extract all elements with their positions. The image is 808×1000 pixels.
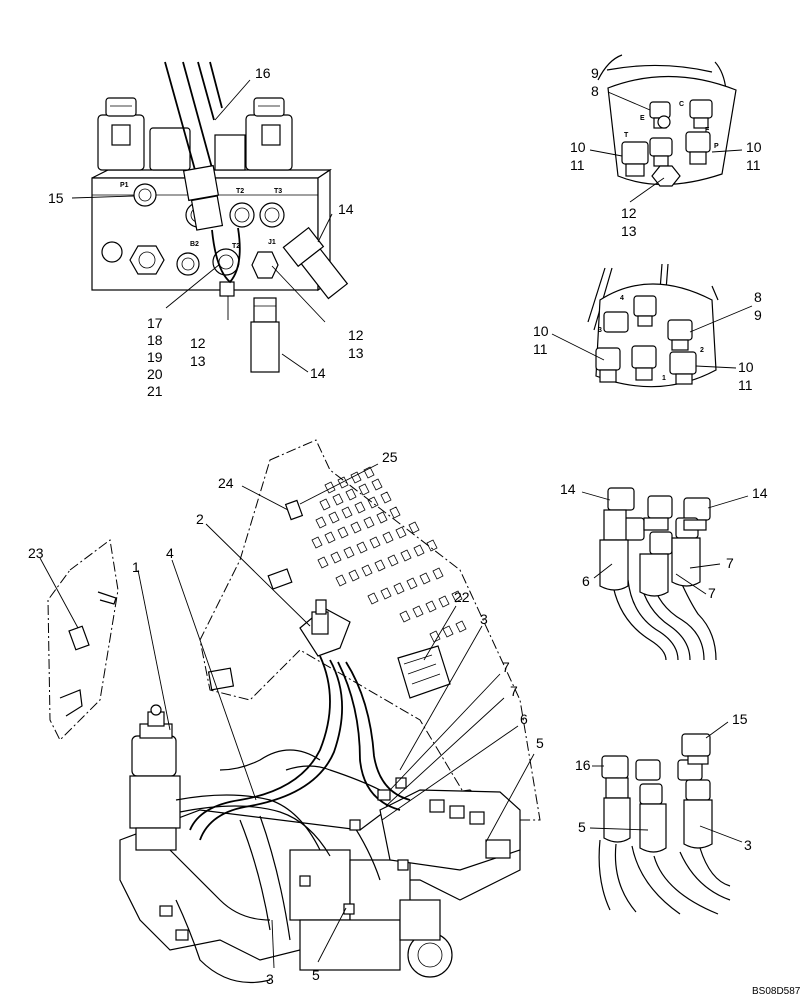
callout-11-right: 11	[738, 377, 753, 393]
callout-8: 8	[591, 83, 599, 99]
port-label-4: 4	[620, 295, 624, 302]
fitting-plate-detail-mid: 4 3 2 1	[587, 263, 719, 388]
port-letter-c: C	[679, 101, 684, 108]
port-label-2: 2	[700, 347, 704, 354]
callouts-fitting-mid: 8 9 10 11 10 11	[533, 289, 762, 393]
panel-slots	[311, 466, 467, 643]
callouts-hoses-b: 15 16 5 3	[575, 711, 752, 853]
callout-2: 2	[196, 511, 204, 527]
callout-11-left: 11	[533, 341, 548, 357]
callout-6: 6	[582, 573, 590, 589]
callout-10-left: 10	[570, 139, 586, 155]
callout-3: 3	[744, 837, 752, 853]
main-assembly	[47, 439, 541, 984]
callouts-main-assembly: 25 24 23 2 1 4 22 3 7 7 6 5 3 5	[28, 449, 544, 987]
callouts-fitting-top: 9 8 10 11 10 11 12 13	[570, 65, 762, 239]
callouts-valve-block: 16 15 14 17 18 19 20 21 12 13 12 13 14	[48, 65, 364, 399]
callout-15: 15	[732, 711, 748, 727]
port-label-t3: T3	[274, 188, 282, 195]
port-letter-e: E	[640, 115, 645, 122]
callout-1: 1	[132, 559, 140, 575]
callout-13-right: 13	[348, 345, 364, 361]
hose-ends-detail-b	[598, 733, 731, 915]
port-label-j1: J1	[268, 239, 276, 246]
drawing-code: BS08D587	[752, 986, 801, 997]
callout-24: 24	[218, 475, 234, 491]
callout-20: 20	[147, 366, 163, 382]
callout-11-left: 11	[570, 157, 585, 173]
callout-10-left: 10	[533, 323, 549, 339]
callout-18: 18	[147, 332, 163, 348]
valve-block-detail: P1 T2 T3 B2 T2 J1	[91, 61, 349, 373]
callout-19: 19	[147, 349, 163, 365]
callout-13: 13	[621, 223, 637, 239]
callout-23: 23	[28, 545, 44, 561]
leader-lines	[39, 79, 753, 969]
port-label-p1: P1	[120, 182, 129, 189]
port-letter-p: P	[714, 143, 719, 150]
fitting-plate-detail-top: C E F T P	[597, 54, 737, 187]
callout-7-lower: 7	[510, 683, 518, 699]
callout-3-upper: 3	[480, 611, 488, 627]
callout-16: 16	[575, 757, 591, 773]
hose-ends-detail-a	[599, 487, 717, 661]
callout-11-right: 11	[746, 157, 761, 173]
callout-9: 9	[754, 307, 762, 323]
callouts-hoses-a: 14 14 6 7 7	[560, 481, 768, 601]
callout-25: 25	[382, 449, 398, 465]
callout-14-left: 14	[560, 481, 576, 497]
port-label-3: 3	[598, 327, 602, 334]
callout-12-right: 12	[348, 327, 364, 343]
callout-14-right: 14	[752, 485, 768, 501]
callout-7-upper: 7	[726, 555, 734, 571]
callout-4: 4	[166, 545, 174, 561]
callout-15: 15	[48, 190, 64, 206]
callout-5-right: 5	[536, 735, 544, 751]
callout-14-lower: 14	[310, 365, 326, 381]
callout-21: 21	[147, 383, 163, 399]
callout-17: 17	[147, 315, 163, 331]
port-label-1: 1	[662, 375, 666, 382]
callout-6: 6	[520, 711, 528, 727]
port-letter-t: T	[624, 132, 629, 139]
port-label-t2-lower: T2	[232, 243, 240, 250]
callout-14-upper: 14	[338, 201, 354, 217]
port-label-t2: T2	[236, 188, 244, 195]
callout-8: 8	[754, 289, 762, 305]
port-label-b2: B2	[190, 241, 199, 248]
callout-10-right: 10	[738, 359, 754, 375]
callout-10-right: 10	[746, 139, 762, 155]
callout-12: 12	[621, 205, 637, 221]
callout-5-lower: 5	[312, 967, 320, 983]
callout-7-upper: 7	[502, 659, 510, 675]
callout-7-lower: 7	[708, 585, 716, 601]
callout-5: 5	[578, 819, 586, 835]
callout-22: 22	[454, 589, 470, 605]
port-letter-f: F	[705, 127, 710, 134]
callout-16: 16	[255, 65, 271, 81]
callout-13-left: 13	[190, 353, 206, 369]
callout-3-lower: 3	[266, 971, 274, 987]
callout-9: 9	[591, 65, 599, 81]
callout-12-left: 12	[190, 335, 206, 351]
